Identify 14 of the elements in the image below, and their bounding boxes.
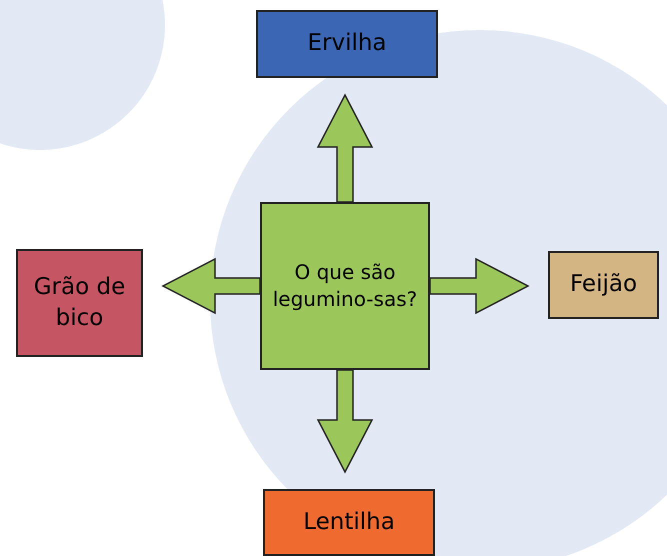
node-text: Grão de bico [32, 272, 126, 333]
node-text: Lentilha [303, 508, 395, 537]
label-box [16, 249, 143, 357]
label-box [548, 251, 659, 319]
node-text: Feijão [570, 270, 638, 300]
label-box [263, 489, 435, 556]
node-text: O que são legumino-sas? [272, 259, 418, 313]
node-text: Ervilha [307, 29, 387, 58]
block-arrow [316, 93, 374, 203]
block-arrow [316, 369, 374, 474]
block-arrow [429, 258, 530, 314]
label-box [260, 202, 430, 370]
label-box [256, 10, 438, 78]
block-arrow [161, 258, 261, 314]
